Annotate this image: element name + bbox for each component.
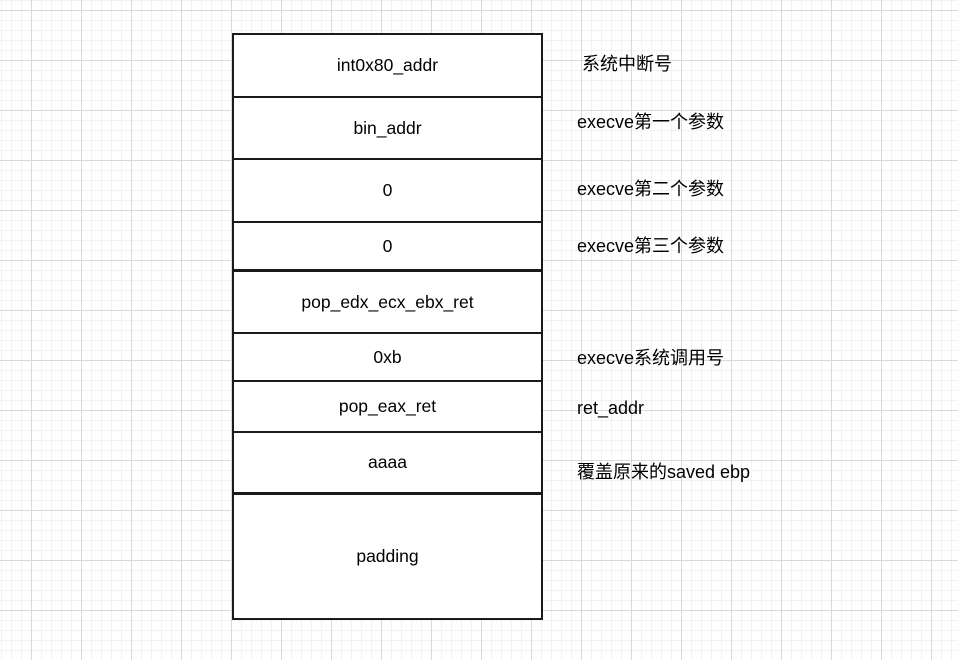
- stack-cell-label: 0xb: [373, 346, 402, 367]
- stack-cell-label: pop_eax_ret: [338, 396, 437, 416]
- stack-cell-bin-addr: bin_addr: [234, 96, 541, 158]
- annotation-execve-arg2: execve第二个参数: [577, 179, 725, 199]
- stack-cell-pop-edx-ecx-ebx-ret: pop_edx_ecx_ebx_ret: [234, 272, 541, 332]
- stack-cell-0xb: 0xb: [234, 332, 541, 380]
- rop-stack-diagram: int0x80_addr bin_addr 0 0 pop_edx_ecx_eb…: [232, 33, 543, 620]
- annotation-ret-addr: ret_addr: [577, 398, 645, 418]
- stack-cell-padding: padding: [234, 495, 541, 618]
- stack-group-gadgets: pop_edx_ecx_ebx_ret 0xb pop_eax_ret aaaa: [232, 270, 543, 494]
- stack-group-padding: padding: [232, 493, 543, 620]
- annotation-execve-syscall-number: execve系统调用号: [577, 348, 725, 368]
- stack-cell-int0x80-addr: int0x80_addr: [234, 35, 541, 96]
- stack-cell-label: aaaa: [368, 452, 407, 472]
- annotation-execve-arg1: execve第一个参数: [577, 112, 725, 132]
- stack-group-syscall-args: int0x80_addr bin_addr 0 0: [232, 33, 543, 271]
- stack-cell-label: bin_addr: [353, 117, 422, 138]
- stack-cell-label: 0: [382, 235, 393, 256]
- stack-cell-pop-eax-ret: pop_eax_ret: [234, 380, 541, 431]
- stack-cell-arg2-zero: 0: [234, 158, 541, 221]
- stack-cell-arg3-zero: 0: [234, 221, 541, 269]
- annotation-system-interrupt-number: 系统中断号: [582, 54, 672, 74]
- stack-cell-label: 0: [382, 180, 393, 200]
- annotation-execve-arg3: execve第三个参数: [577, 236, 725, 256]
- annotation-overwrite-saved-ebp: 覆盖原来的saved ebp: [577, 462, 751, 482]
- stack-cell-label: int0x80_addr: [336, 55, 439, 75]
- stack-cell-aaaa: aaaa: [234, 431, 541, 492]
- stack-cell-label: padding: [356, 546, 419, 566]
- stack-cell-label: pop_edx_ecx_ebx_ret: [301, 291, 474, 312]
